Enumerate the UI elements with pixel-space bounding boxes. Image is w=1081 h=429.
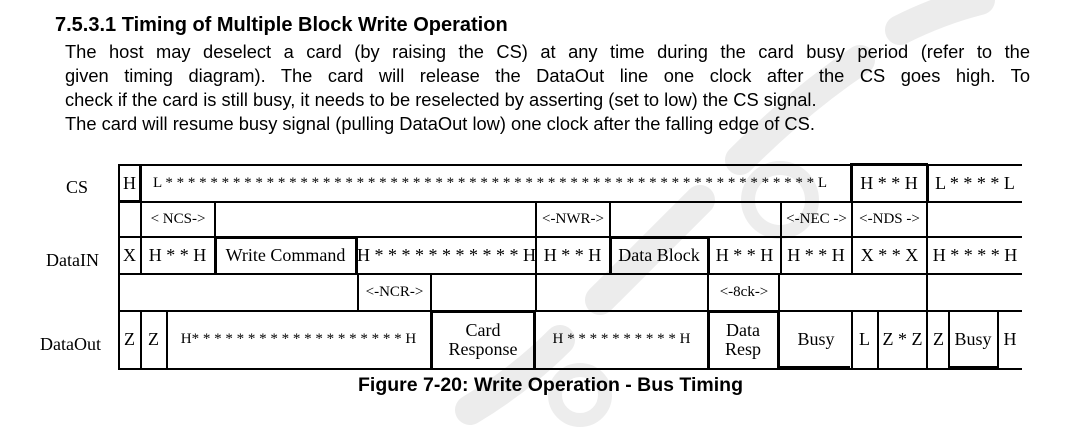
- dataout-cell-line: Resp: [725, 338, 761, 359]
- paragraph-line: The host may deselect a card (by raising…: [65, 41, 1030, 62]
- dataout-cell-line: Card: [465, 319, 501, 340]
- datain-cell: H * * * * * * * * * * * H: [358, 244, 535, 265]
- figure-caption: Figure 7-20: Write Operation - Bus Timin…: [358, 374, 743, 396]
- dataout-cell: L: [859, 329, 870, 349]
- dataout-cell: Z: [933, 329, 944, 349]
- row-label-cs: CS: [66, 177, 89, 197]
- dataout-cell-line: Response: [448, 338, 518, 359]
- dataout-cell-card-response: Card Response: [433, 311, 533, 368]
- cs-cell: H: [123, 172, 136, 193]
- timing-label-ncs: < NCS->: [150, 210, 206, 227]
- dataout-cell: H* * * * * * * * * * * * * * * * * * * H: [180, 331, 417, 347]
- datain-cell: Write Command: [225, 244, 346, 265]
- datain-cell: H * * * * H: [932, 244, 1018, 265]
- dataout-cell-data-resp: Data Resp: [709, 311, 777, 368]
- timing-label-nwr: <-NWR->: [542, 210, 604, 227]
- datain-cell: Data Block: [618, 244, 700, 265]
- dataout-cell: H: [1003, 329, 1017, 349]
- datain-cell: H * * H: [787, 244, 845, 265]
- timing-label-8ck: <-8ck->: [719, 283, 769, 300]
- row-label-dataout: DataOut: [40, 334, 101, 354]
- paragraph-line: given timing diagram). The card will rel…: [65, 65, 1030, 86]
- dataout-cell: Busy: [954, 329, 992, 349]
- dataout-cell: Z: [148, 329, 159, 349]
- dataout-cell: H * * * * * * * * * * H: [552, 331, 691, 347]
- datain-cell: H * * H: [715, 244, 774, 265]
- timing-label-ncr: <-NCR->: [365, 283, 424, 300]
- datain-cell: H * * H: [543, 244, 602, 265]
- datain-cell: H * * H: [148, 244, 207, 265]
- cs-cell: L * * * * L: [935, 172, 1015, 193]
- dataout-cell: Z: [124, 329, 135, 349]
- timing-label-nec: <-NEC ->: [786, 210, 847, 227]
- dataout-cell: Z * Z: [882, 329, 923, 349]
- section-heading: 7.5.3.1 Timing of Multiple Block Write O…: [55, 14, 508, 36]
- dataout-cell-line: Data: [726, 319, 760, 340]
- row-label-datain: DataIN: [46, 250, 99, 270]
- dataout-cell: Busy: [797, 329, 835, 349]
- timing-label-nds: <-NDS ->: [859, 210, 920, 227]
- paragraph-line: The card will resume busy signal (pullin…: [65, 113, 815, 134]
- cs-cell: L * * * * * * * * * * * * * * * * * * * …: [153, 174, 828, 191]
- body-paragraph: The host may deselect a card (by raising…: [65, 40, 1030, 136]
- paragraph-line: check if the card is still busy, it need…: [65, 89, 817, 110]
- datain-cell: X: [123, 244, 136, 265]
- cs-cell: H * * H: [860, 172, 918, 193]
- datain-cell: X * * X: [860, 244, 919, 265]
